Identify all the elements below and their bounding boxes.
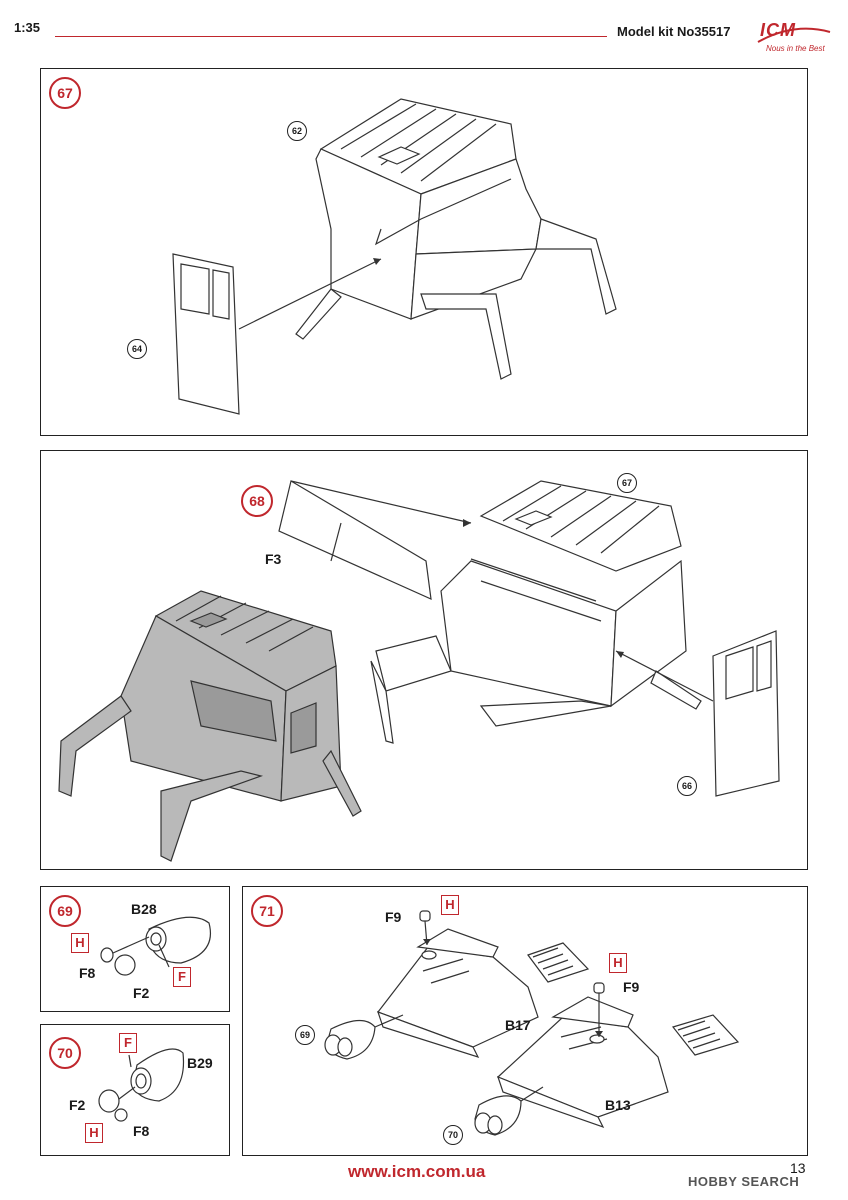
step-67-panel: 67 62 64 xyxy=(40,68,808,436)
part-label-F8: F8 xyxy=(79,965,96,981)
icm-logo: ICM Nous in the Best xyxy=(756,18,832,64)
scale-label: 1:35 xyxy=(14,20,41,35)
step-69-panel: 69 B28 H F8 F2 F xyxy=(40,886,230,1012)
mark-H-lower: H xyxy=(609,953,627,973)
step-71-panel: 71 F9 H B17 69 H F9 B13 70 xyxy=(242,886,808,1156)
ref-circle-66: 66 xyxy=(677,776,697,796)
watermark: HOBBY SEARCH xyxy=(688,1174,800,1189)
logo-text: ICM xyxy=(760,20,796,40)
ref-circle-62: 62 xyxy=(287,121,307,141)
part-label-B17: B17 xyxy=(505,1017,531,1033)
ref-circle-70: 70 xyxy=(443,1125,463,1145)
kit-number-label: Model kit No35517 xyxy=(617,24,731,39)
part-label-F2: F2 xyxy=(69,1097,86,1113)
mark-F: F xyxy=(173,967,191,987)
step-68-drawing xyxy=(58,480,780,862)
part-label-B28: B28 xyxy=(131,901,157,917)
step-69-drawing xyxy=(100,916,211,976)
ref-circle-67: 67 xyxy=(617,473,637,493)
step-70-drawing xyxy=(98,1048,185,1122)
step-68-panel: 68 67 66 F3 xyxy=(40,450,808,870)
page-number: 13 xyxy=(790,1160,806,1176)
mark-F: F xyxy=(119,1033,137,1053)
step-70-badge: 70 xyxy=(49,1037,81,1069)
part-label-F2: F2 xyxy=(133,985,150,1001)
step-69-badge: 69 xyxy=(49,895,81,927)
mark-H-upper: H xyxy=(441,895,459,915)
part-label-F8: F8 xyxy=(133,1123,150,1139)
website-link[interactable]: www.icm.com.ua xyxy=(348,1162,486,1181)
part-label-F9-upper: F9 xyxy=(385,909,402,925)
step-68-badge: 68 xyxy=(241,485,273,517)
step-70-panel: 70 F B29 F2 H F8 xyxy=(40,1024,230,1156)
logo-subtitle: Nous in the Best xyxy=(766,44,825,53)
part-label-B29: B29 xyxy=(187,1055,213,1071)
mark-H: H xyxy=(85,1123,103,1143)
step-67-drawing xyxy=(172,98,617,415)
ref-circle-64: 64 xyxy=(127,339,147,359)
mark-H: H xyxy=(71,933,89,953)
step-71-badge: 71 xyxy=(251,895,283,927)
part-label-F9-lower: F9 xyxy=(623,979,640,995)
part-label-F3: F3 xyxy=(265,551,282,567)
step-67-badge: 67 xyxy=(49,77,81,109)
step-71-drawing xyxy=(324,910,740,1136)
part-label-B13: B13 xyxy=(605,1097,631,1113)
ref-circle-69: 69 xyxy=(295,1025,315,1045)
header-rule xyxy=(55,36,607,37)
